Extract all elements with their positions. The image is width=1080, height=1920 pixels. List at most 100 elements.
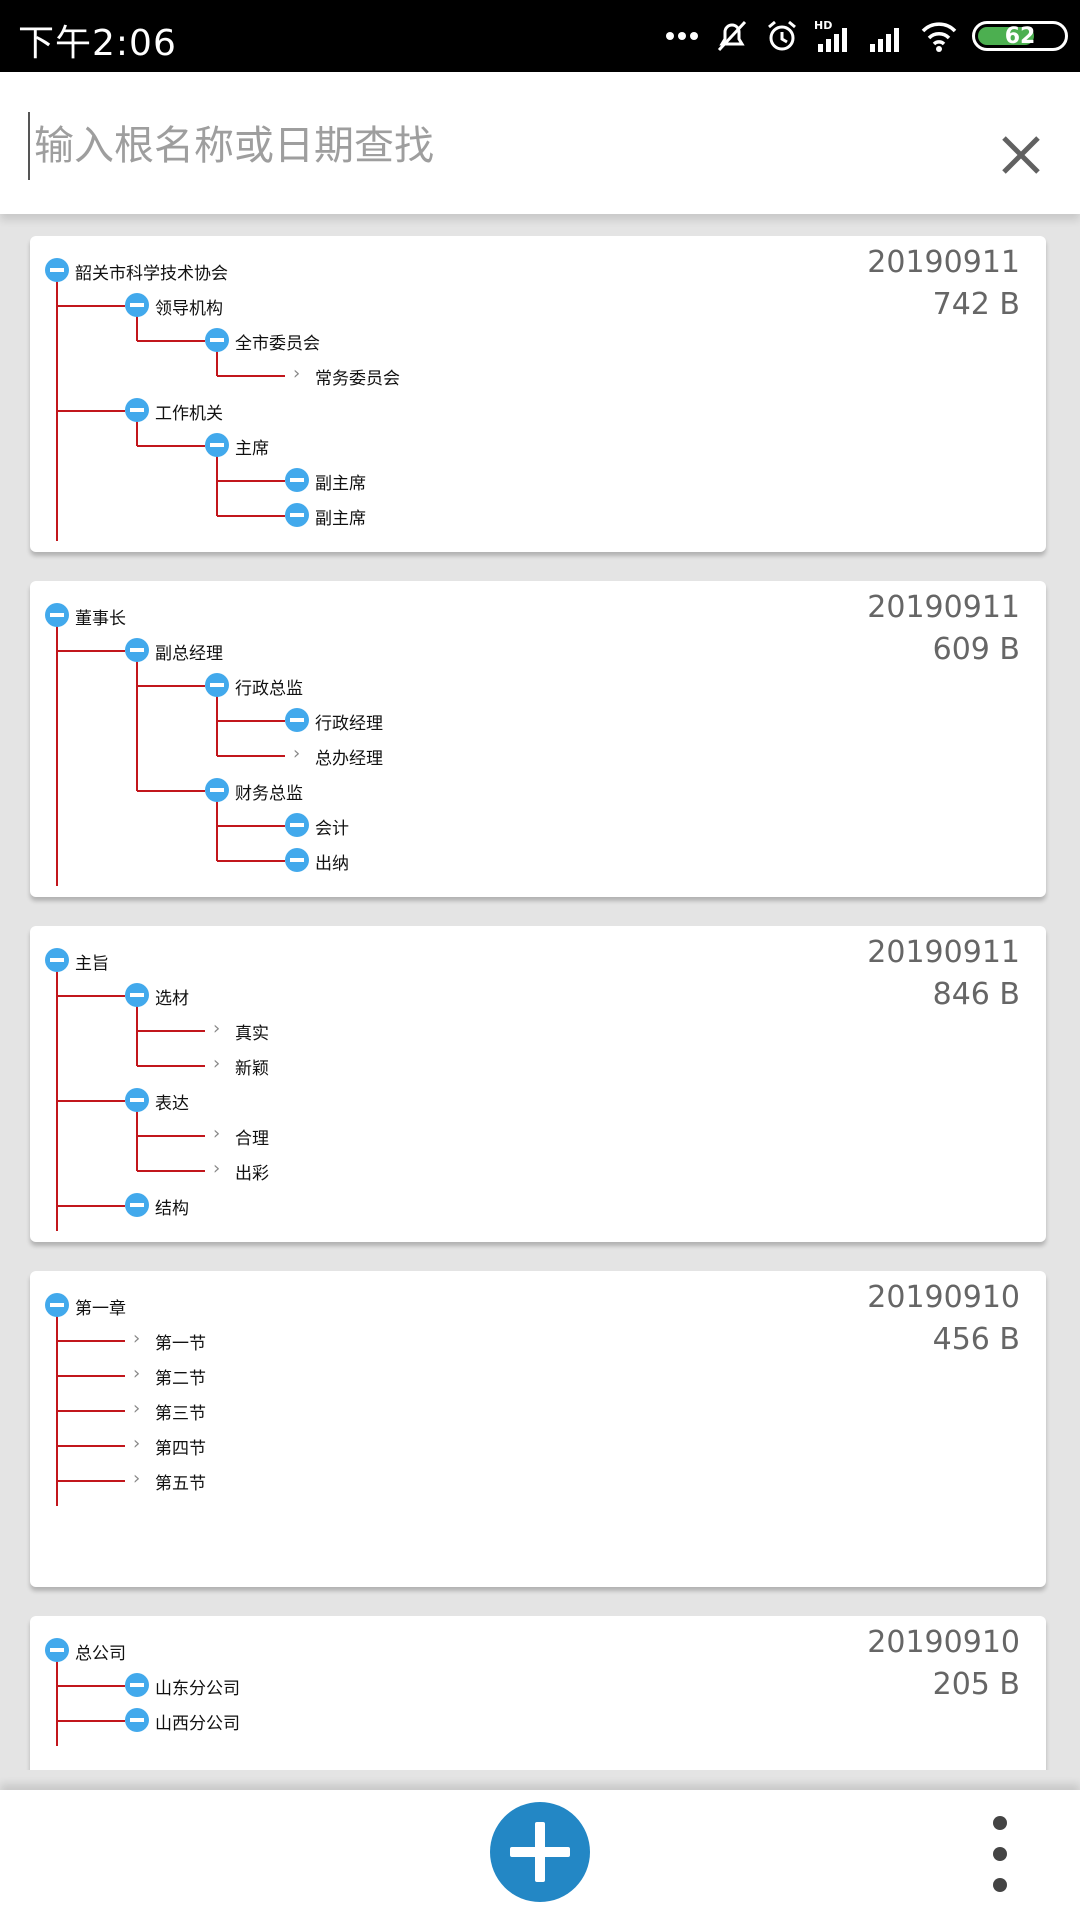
card-date: 20190911: [867, 590, 1020, 625]
tree-node-label[interactable]: 副主席: [315, 474, 366, 494]
tree-view: 韶关市科学技术协会领导机构全市委员会›常务委员会工作机关主席副主席副主席: [30, 236, 730, 552]
tree-node-label[interactable]: 第一章: [75, 1299, 126, 1319]
collapse-icon[interactable]: [45, 948, 69, 972]
chevron-right-icon[interactable]: ›: [133, 1398, 141, 1419]
card-size: 742 B: [932, 287, 1020, 322]
chevron-right-icon[interactable]: ›: [133, 1433, 141, 1454]
collapse-icon[interactable]: [45, 603, 69, 627]
collapse-icon[interactable]: [285, 503, 309, 527]
collapse-icon[interactable]: [205, 433, 229, 457]
tree-card[interactable]: 20190911 742 B 韶关市科学技术协会领导机构全市委员会 › 常务委员会工作机…: [30, 236, 1046, 552]
tree-connector: [57, 1375, 125, 1377]
collapse-icon[interactable]: [125, 398, 149, 422]
tree-node-label[interactable]: 主席: [235, 439, 269, 459]
tree-connector: [137, 445, 205, 447]
tree-node-label[interactable]: 第四节: [155, 1439, 206, 1459]
tree-connector: [57, 1445, 125, 1447]
collapse-icon[interactable]: [45, 1638, 69, 1662]
close-icon[interactable]: [996, 130, 1046, 180]
wifi-icon: [921, 22, 957, 52]
tree-node-label[interactable]: 山东分公司: [155, 1679, 240, 1699]
collapse-icon[interactable]: [45, 258, 69, 282]
collapse-icon[interactable]: [205, 778, 229, 802]
tree-node-label[interactable]: 选材: [155, 989, 189, 1009]
tree-node-label[interactable]: 第五节: [155, 1474, 206, 1494]
add-button[interactable]: [490, 1802, 590, 1902]
tree-connector: [137, 340, 205, 342]
chevron-right-icon[interactable]: ›: [213, 1053, 221, 1074]
tree-connector: [217, 515, 285, 517]
collapse-icon[interactable]: [125, 983, 149, 1007]
collapse-icon[interactable]: [45, 1293, 69, 1317]
collapse-icon[interactable]: [125, 1088, 149, 1112]
tree-node-label[interactable]: 行政经理: [315, 714, 383, 734]
chevron-right-icon[interactable]: ›: [213, 1123, 221, 1144]
tree-node-label[interactable]: 工作机关: [155, 404, 223, 424]
tree-node-label[interactable]: 副总经理: [155, 644, 223, 664]
collapse-icon[interactable]: [205, 673, 229, 697]
tree-node-label[interactable]: 第三节: [155, 1404, 206, 1424]
tree-connector: [217, 755, 285, 757]
tree-view: 第一章 › 第一节 › 第二节 › 第三节 › 第四节 › 第五节: [30, 1271, 730, 1587]
chevron-right-icon[interactable]: ›: [213, 1158, 221, 1179]
chevron-right-icon[interactable]: ›: [133, 1363, 141, 1384]
collapse-icon[interactable]: [205, 328, 229, 352]
tree-connector: [57, 1480, 125, 1482]
tree-node-label[interactable]: 新颖: [235, 1059, 269, 1079]
chevron-right-icon[interactable]: ›: [293, 363, 301, 384]
tree-list[interactable]: 20190911 742 B 韶关市科学技术协会领导机构全市委员会 › 常务委员会工作机…: [0, 214, 1080, 1770]
svg-text:HD: HD: [814, 19, 832, 32]
chevron-right-icon[interactable]: ›: [293, 743, 301, 764]
tree-connector: [137, 1135, 205, 1137]
tree-connector: [56, 960, 58, 1231]
tree-node-label[interactable]: 合理: [235, 1129, 269, 1149]
collapse-icon[interactable]: [125, 1193, 149, 1217]
chevron-right-icon[interactable]: ›: [213, 1018, 221, 1039]
tree-node-label[interactable]: 财务总监: [235, 784, 303, 804]
tree-node-label[interactable]: 行政总监: [235, 679, 303, 699]
tree-node-label[interactable]: 主旨: [75, 954, 109, 974]
tree-node-label[interactable]: 领导机构: [155, 299, 223, 319]
tree-connector: [137, 1065, 205, 1067]
tree-node-label[interactable]: 表达: [155, 1094, 189, 1114]
tree-node-label[interactable]: 第二节: [155, 1369, 206, 1389]
collapse-icon[interactable]: [125, 1673, 149, 1697]
tree-node-label[interactable]: 真实: [235, 1024, 269, 1044]
chevron-right-icon[interactable]: ›: [133, 1328, 141, 1349]
more-vert-icon[interactable]: [988, 1812, 1012, 1896]
tree-node-label[interactable]: 常务委员会: [315, 369, 400, 389]
collapse-icon[interactable]: [285, 848, 309, 872]
collapse-icon[interactable]: [285, 468, 309, 492]
collapse-icon[interactable]: [285, 813, 309, 837]
tree-node-label[interactable]: 山西分公司: [155, 1714, 240, 1734]
tree-node-label[interactable]: 副主席: [315, 509, 366, 529]
collapse-icon[interactable]: [125, 1708, 149, 1732]
card-date: 20190911: [867, 245, 1020, 280]
tree-node-label[interactable]: 总办经理: [315, 749, 383, 769]
tree-node-label[interactable]: 出纳: [315, 854, 349, 874]
tree-node-label[interactable]: 董事长: [75, 609, 126, 629]
tree-node-label[interactable]: 总公司: [75, 1644, 126, 1664]
search-input[interactable]: [28, 112, 936, 180]
tree-connector: [137, 1170, 205, 1172]
tree-node-label[interactable]: 全市委员会: [235, 334, 320, 354]
card-date: 20190910: [867, 1625, 1020, 1660]
tree-node-label[interactable]: 韶关市科学技术协会: [75, 264, 228, 284]
tree-connector: [57, 1100, 125, 1102]
collapse-icon[interactable]: [125, 293, 149, 317]
tree-node-label[interactable]: 结构: [155, 1199, 189, 1219]
tree-connector: [217, 480, 285, 482]
collapse-icon[interactable]: [285, 708, 309, 732]
collapse-icon[interactable]: [125, 638, 149, 662]
tree-connector: [137, 1030, 205, 1032]
card-meta: 20190911 742 B: [867, 242, 1020, 326]
tree-node-label[interactable]: 会计: [315, 819, 349, 839]
chevron-right-icon[interactable]: ›: [133, 1468, 141, 1489]
tree-node-label[interactable]: 出彩: [235, 1164, 269, 1184]
tree-node-label[interactable]: 第一节: [155, 1334, 206, 1354]
card-size: 846 B: [932, 977, 1020, 1012]
